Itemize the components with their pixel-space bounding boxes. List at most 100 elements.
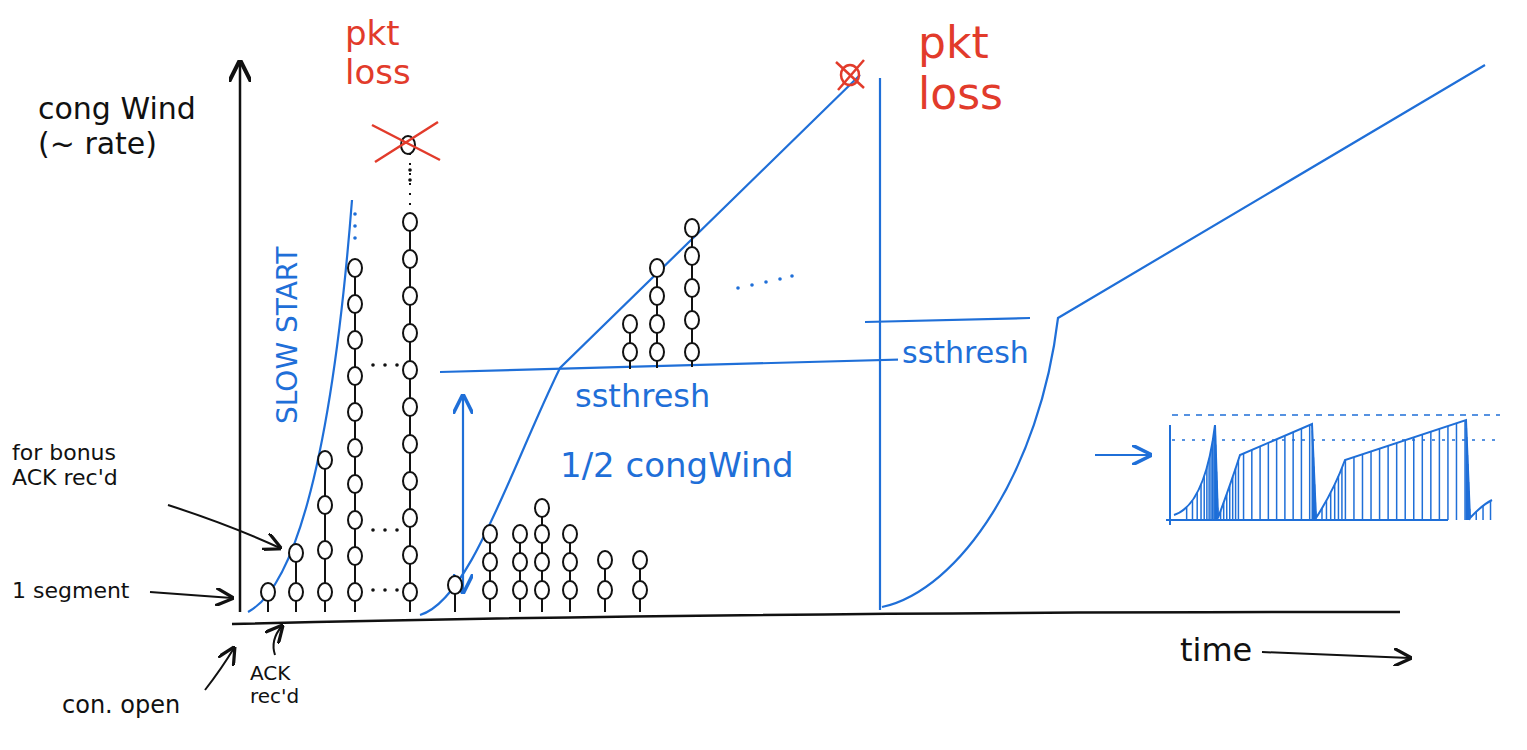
inset-hatch	[1341, 468, 1343, 520]
inset-sawtooth	[1174, 420, 1492, 518]
inset-hatch	[1466, 437, 1468, 520]
packet	[403, 472, 417, 490]
packet	[348, 547, 362, 565]
inset-hatch	[1314, 493, 1316, 520]
packet	[403, 435, 417, 453]
inset-hatch	[1482, 506, 1484, 520]
packet	[650, 315, 664, 333]
time-arrow	[1262, 652, 1410, 658]
inset-hatch	[1203, 476, 1205, 520]
inset-hatch	[1467, 473, 1469, 520]
inset-hatch	[1232, 477, 1234, 520]
annotation: ACK rec'd	[250, 662, 320, 708]
packet	[535, 581, 549, 599]
inset-hatch	[1216, 490, 1218, 520]
inset-hatch	[1276, 439, 1278, 520]
inset-hatch	[1353, 457, 1355, 520]
inset-hatch	[1186, 507, 1188, 520]
inset-hatch	[1238, 460, 1240, 520]
packet-stem	[489, 534, 491, 612]
inset-hatch	[1469, 509, 1471, 520]
inset-hatch	[1229, 485, 1231, 520]
packet	[261, 583, 275, 601]
ellipsis-dot	[395, 588, 399, 592]
packet	[650, 343, 664, 361]
inset-hatch	[1215, 436, 1217, 520]
packet	[403, 213, 417, 231]
inset-hatch	[1413, 437, 1415, 520]
ellipsis-dot	[764, 280, 768, 284]
inset-hatch	[1468, 482, 1470, 520]
inset-hatch	[1226, 494, 1228, 520]
inset-hatch	[1268, 443, 1270, 520]
inset-hatch	[1309, 425, 1311, 520]
packet	[623, 315, 637, 333]
packet	[633, 551, 647, 569]
inset-hatch	[1313, 457, 1315, 520]
packet	[289, 544, 303, 562]
ellipsis-dot	[408, 178, 412, 182]
inset-arrow	[1095, 454, 1150, 456]
packet	[318, 496, 332, 514]
packet	[403, 250, 417, 268]
inset-hatch	[1312, 430, 1314, 520]
inset-hatch	[1301, 429, 1303, 520]
packet	[348, 367, 362, 385]
leader-arrow	[274, 626, 282, 655]
ellipsis-dot	[408, 168, 412, 172]
packet	[563, 525, 577, 543]
inset-hatch	[1220, 511, 1222, 520]
threshold-label: ssthresh	[575, 378, 710, 415]
packet	[348, 475, 362, 493]
inset-hatch	[1466, 428, 1468, 520]
threshold-label: ssthresh	[898, 336, 1033, 371]
packet	[623, 343, 637, 361]
leader-arrow	[150, 592, 232, 598]
ellipsis-dot	[790, 274, 794, 278]
inset-hatch	[1223, 502, 1225, 520]
inset-hatch	[1404, 440, 1406, 520]
packet-stem	[569, 534, 571, 612]
cwnd-curve	[420, 75, 860, 615]
packet	[348, 295, 362, 313]
inset-hatch	[1379, 449, 1381, 520]
packet-stem	[409, 150, 411, 205]
inset-hatch	[1387, 446, 1389, 520]
axis-label: time	[1180, 632, 1252, 669]
packet	[483, 525, 497, 543]
inset-hatch	[1314, 484, 1316, 520]
inset-hatch	[1330, 493, 1332, 520]
annotation: 1 segment	[12, 578, 130, 603]
packet	[563, 553, 577, 571]
inset-dashed-line	[1172, 439, 1500, 441]
ellipsis-dot	[383, 588, 387, 592]
packet	[685, 219, 699, 237]
packet	[685, 343, 699, 361]
inset-hatch	[1215, 463, 1217, 520]
packet	[289, 583, 303, 601]
inset-hatch	[1430, 432, 1432, 520]
inset-hatch	[1243, 453, 1245, 520]
inset-hatch	[1447, 426, 1449, 520]
packet	[348, 511, 362, 529]
inset-hatch	[1467, 455, 1469, 520]
inset-hatch	[1490, 501, 1492, 520]
inset-hatch	[1338, 476, 1340, 520]
packet	[563, 581, 577, 599]
inset-hatch	[1196, 493, 1198, 520]
drop-line	[879, 78, 881, 610]
packet	[318, 583, 332, 601]
inset-hatch	[1216, 472, 1218, 520]
inset-hatch	[1259, 446, 1261, 520]
packet	[403, 509, 417, 527]
packet	[535, 553, 549, 571]
slow-start-curve	[248, 200, 352, 612]
packet	[483, 553, 497, 571]
packet	[633, 581, 647, 599]
ellipsis-dot	[736, 286, 740, 290]
packet-stem	[519, 534, 521, 612]
inset-hatch	[1396, 443, 1398, 520]
packet	[318, 451, 332, 469]
annotation: for bonus ACK rec'd	[12, 440, 152, 491]
